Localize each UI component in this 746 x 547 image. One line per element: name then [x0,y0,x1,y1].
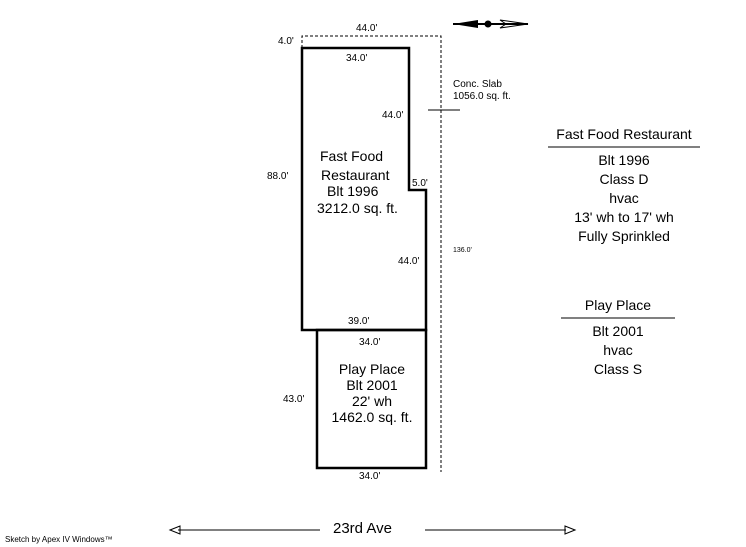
dim-left-main: 88.0' [267,171,289,182]
play-area-height: 22' wh [351,393,393,409]
concrete-slab-outline [301,35,442,472]
north-arrow-icon [453,19,529,29]
legend-play-item: Class S [593,361,643,377]
legend-main-item: Class D [599,171,649,187]
slab-name: Conc. Slab [453,79,502,90]
legend-main-item: 13' wh to 17' wh [574,209,674,225]
main-area-sqft: 3212.0 sq. ft. [317,200,398,216]
street-arrow [168,525,577,535]
slab-label: Conc. Slab 1056.0 sq. ft. [453,79,511,103]
dim-right-upper: 44.0' [382,110,404,121]
play-area-name: Play Place [338,361,406,377]
sketch-credit: Sketch by Apex IV Windows™ [5,535,113,544]
street-name: 23rd Ave [333,520,392,537]
play-place-outline [315,328,428,470]
legend-play-item: hvac [603,342,633,358]
legend-main: Fast Food Restaurant Blt 1996 Class D hv… [540,126,708,246]
play-area-label: Play Place Blt 2001 22' wh 1462.0 sq. ft… [322,361,422,425]
dim-play-top: 34.0' [359,337,381,348]
slab-area: 1056.0 sq. ft. [453,91,511,102]
dim-top-building: 34.0' [346,53,368,64]
legend-main-title: Fast Food Restaurant [556,126,692,142]
main-area-label: Fast Food Restaurant Blt 1996 3212.0 sq.… [317,148,398,216]
legend-main-item: Fully Sprinkled [578,228,670,244]
main-area-name-1: Fast Food [320,148,384,164]
main-area-built: Blt 1996 [327,183,379,199]
dim-step: 5.0' [412,178,428,189]
dim-main-bottom: 39.0' [348,316,370,327]
dim-slab-offset: 4.0' [278,36,294,47]
legend-play-item: Blt 2001 [592,323,644,339]
legend-play-title: Play Place [584,297,652,313]
legend-main-item: hvac [609,190,639,206]
legend-play: Play Place Blt 2001 hvac Class S [540,297,696,379]
dim-play-left: 43.0' [283,394,305,405]
play-area-built: Blt 2001 [346,377,398,393]
play-area-sqft: 1462.0 sq. ft. [331,409,413,425]
dim-top-slab: 44.0' [356,23,378,34]
dim-right-lower: 44.0' [398,256,420,267]
dim-slab-right: 136.0' [453,247,472,254]
dim-play-bottom: 34.0' [359,471,381,482]
restaurant-outline [300,46,428,332]
main-area-name-2: Restaurant [321,167,390,183]
legend-main-item: Blt 1996 [598,152,650,168]
